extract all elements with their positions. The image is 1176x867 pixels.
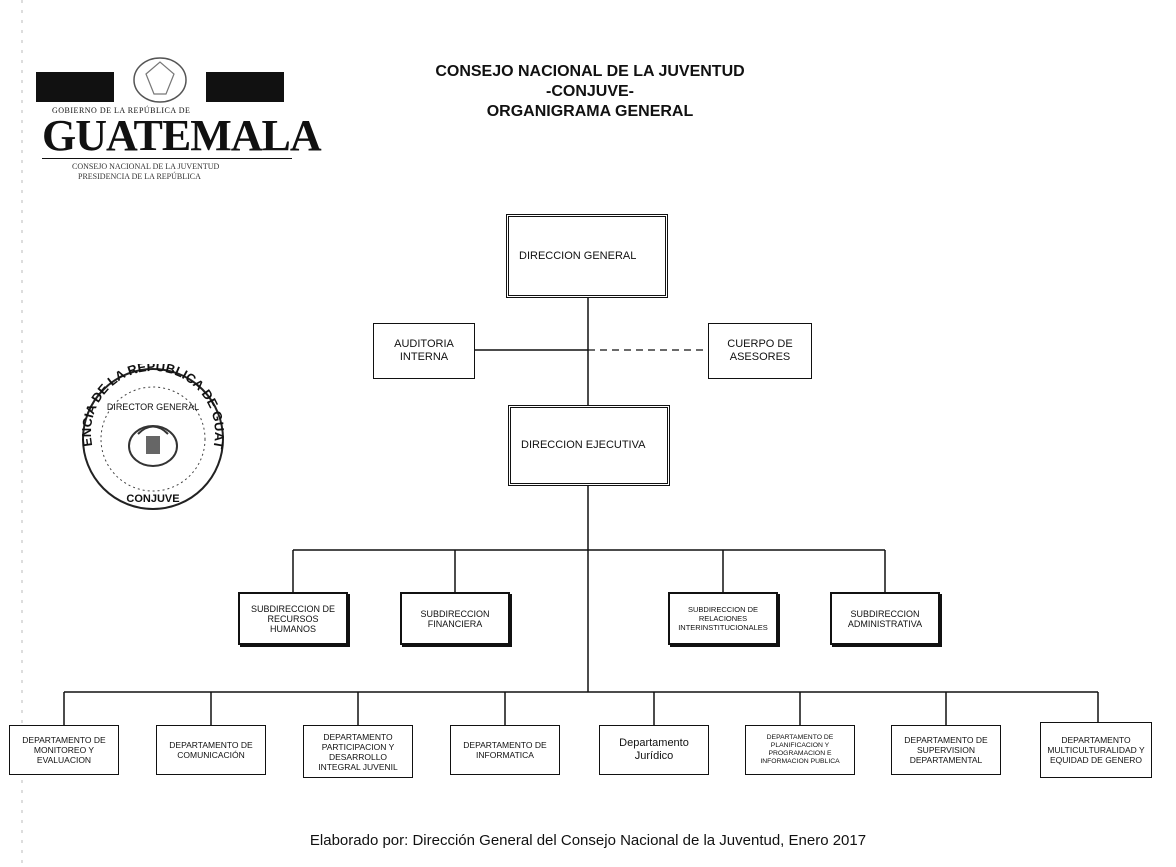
box-depto-informatica: DEPARTAMENTO DE INFORMATICA (450, 725, 560, 775)
seal-bottom-text: CONJUVE (126, 493, 179, 505)
chart-title: CONSEJO NACIONAL DE LA JUVENTUD (435, 63, 745, 80)
seal-inner-text: DIRECTOR GENERAL (107, 402, 199, 412)
departamento-label: DEPARTAMENTO DE COMUNICACIÓN (169, 740, 253, 760)
box-direccion-ejecutiva-label: DIRECCION EJECUTIVA (521, 439, 646, 451)
departamento-label: DEPARTAMENTO MULTICULTURALIDAD Y EQUIDAD… (1047, 735, 1145, 765)
box-cuerpo-asesores: CUERPO DE ASESORES (708, 323, 812, 379)
coat-of-arms-icon (128, 425, 178, 467)
logo-sub1: CONSEJO NACIONAL DE LA JUVENTUD (72, 162, 220, 171)
departamento-label: Departamento Jurídico (619, 737, 689, 762)
departamento-label: DEPARTAMENTO DE MONITOREO Y EVALUACION (22, 735, 106, 765)
footer-credit: Elaborado por: Dirección General del Con… (309, 832, 867, 849)
subdireccion-label: SUBDIRECCION FINANCIERA (420, 608, 490, 629)
box-depto-planificacion: DEPARTAMENTO DE PLANIFICACION Y PROGRAMA… (745, 725, 855, 775)
subdireccion-label: SUBDIRECCION DE RELACIONES INTERINSTITUC… (678, 605, 768, 632)
logo-wordmark: GUATEMALA (42, 111, 322, 160)
box-direccion-general-label: DIRECCION GENERAL (519, 249, 637, 262)
subdireccion-label: SUBDIRECCION DE RECURSOS HUMANOS (250, 603, 335, 634)
box-subdireccion-rrhh: SUBDIRECCION DE RECURSOS HUMANOS (238, 592, 348, 645)
departamento-label: DEPARTAMENTO DE INFORMATICA (463, 740, 547, 760)
logo-sub2: PRESIDENCIA DE LA REPÚBLICA (78, 172, 201, 181)
box-depto-comunicacion: DEPARTAMENTO DE COMUNICACIÓN (156, 725, 266, 775)
chart-acronym: -CONJUVE- (545, 83, 634, 100)
flag-emblem-icon (36, 57, 284, 103)
subdireccion-label: SUBDIRECCION ADMINISTRATIVA (847, 608, 923, 629)
box-direccion-ejecutiva: DIRECCION EJECUTIVA (508, 405, 670, 486)
box-direccion-general: DIRECCION GENERAL (506, 214, 668, 298)
box-depto-supervision: DEPARTAMENTO DE SUPERVISION DEPARTAMENTA… (891, 725, 1001, 775)
departamento-label: DEPARTAMENTO DE PLANIFICACION Y PROGRAMA… (760, 734, 840, 765)
logo-divider (42, 158, 292, 159)
box-depto-multiculturalidad: DEPARTAMENTO MULTICULTURALIDAD Y EQUIDAD… (1040, 722, 1152, 778)
guatemala-logo: GOBIERNO DE LA REPÚBLICA DE GUATEMALA CO… (36, 54, 322, 184)
departamento-label: DEPARTAMENTO PARTICIPACION Y DESARROLLO … (318, 731, 398, 772)
box-subdireccion-administrativa: SUBDIRECCION ADMINISTRATIVA (830, 592, 940, 645)
departamento-label: DEPARTAMENTO DE SUPERVISION DEPARTAMENTA… (904, 735, 988, 765)
logo-top-text: GOBIERNO DE LA REPÚBLICA DE (52, 106, 191, 115)
box-auditoria-interna: AUDITORIA INTERNA (373, 323, 475, 379)
chart-subtitle: ORGANIGRAMA GENERAL (486, 103, 694, 120)
box-depto-juridico: Departamento Jurídico (599, 725, 709, 775)
box-subdireccion-financiera: SUBDIRECCION FINANCIERA (400, 592, 510, 645)
box-asesores-label: CUERPO DE ASESORES (727, 338, 793, 363)
box-auditoria-label: AUDITORIA INTERNA (394, 338, 454, 363)
box-subdireccion-relaciones: SUBDIRECCION DE RELACIONES INTERINSTITUC… (668, 592, 778, 645)
box-depto-monitoreo: DEPARTAMENTO DE MONITOREO Y EVALUACION (9, 725, 119, 775)
box-depto-participacion: DEPARTAMENTO PARTICIPACION Y DESARROLLO … (303, 725, 413, 778)
official-seal: PRESIDENCIA DE LA REPUBLICA DE GUATEMALA… (78, 364, 227, 510)
